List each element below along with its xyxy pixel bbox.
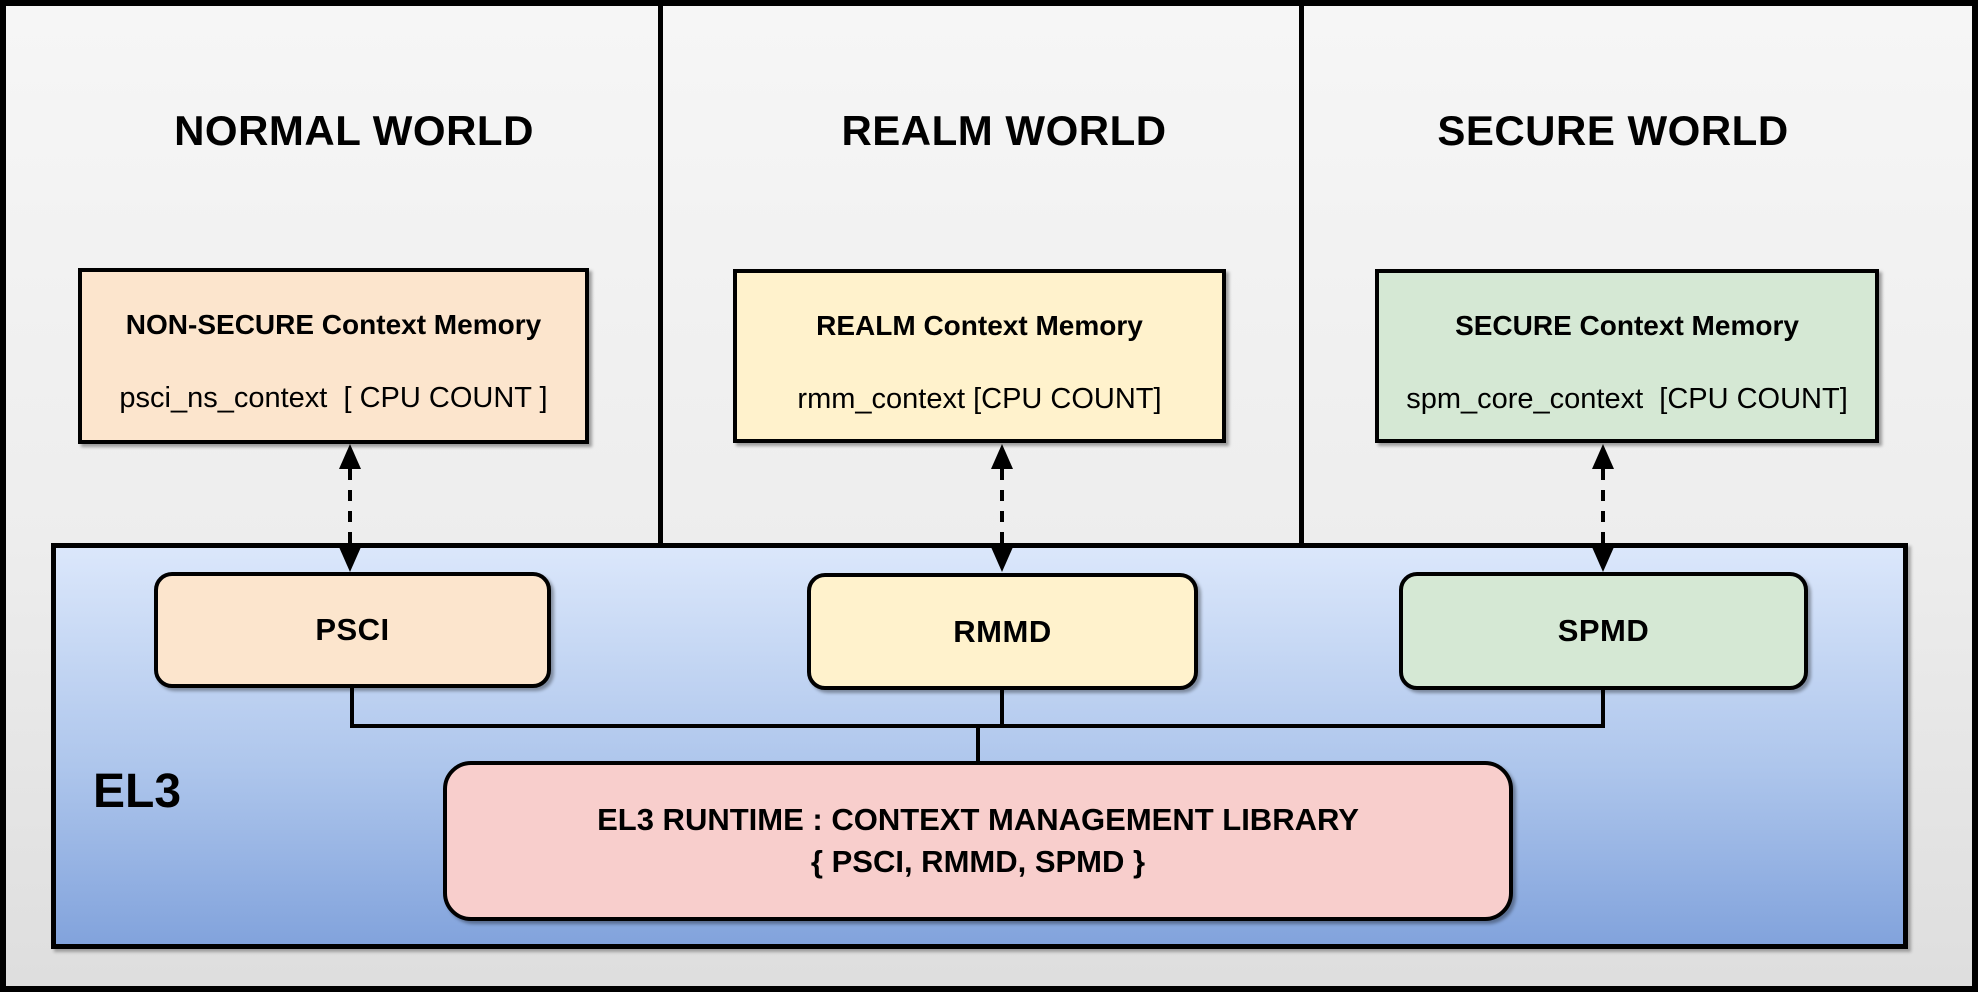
realm-world-title: REALM WORLD xyxy=(841,107,1167,154)
dashed-arrow-psci-memory xyxy=(338,444,362,572)
realm-context-memory-box: REALM Context Memory rmm_context [CPU CO… xyxy=(733,269,1226,443)
connector-bus-to-runtime xyxy=(976,728,980,764)
psci-dispatcher-box: PSCI xyxy=(154,572,551,688)
dashed-arrow-rmmd-memory xyxy=(990,444,1014,572)
arrow-down-icon xyxy=(339,547,361,572)
rmmd-dispatcher-box: RMMD xyxy=(807,573,1198,690)
world-divider-realm-secure xyxy=(1299,6,1304,543)
arrow-down-icon xyxy=(991,547,1013,572)
secure-context-memory-box: SECURE Context Memory spm_core_context [… xyxy=(1375,269,1879,443)
dashed-line xyxy=(348,469,352,547)
el3-runtime-library-title: EL3 RUNTIME : CONTEXT MANAGEMENT LIBRARY xyxy=(597,802,1359,837)
secure-context-memory-detail: spm_core_context [CPU COUNT] xyxy=(1406,383,1848,415)
arrow-up-icon xyxy=(339,444,361,469)
connector-bus-line xyxy=(350,724,1605,728)
dashed-line xyxy=(1000,469,1004,547)
arrow-up-icon xyxy=(1592,444,1614,469)
el3-runtime-library-box: EL3 RUNTIME : CONTEXT MANAGEMENT LIBRARY… xyxy=(443,761,1513,921)
spmd-dispatcher-box: SPMD xyxy=(1399,572,1808,690)
normal-world-title: NORMAL WORLD xyxy=(174,107,534,154)
el3-runtime-library-subtitle: { PSCI, RMMD, SPMD } xyxy=(810,844,1146,879)
realm-context-memory-detail: rmm_context [CPU COUNT] xyxy=(797,383,1162,415)
dashed-arrow-spmd-memory xyxy=(1591,444,1615,572)
non-secure-context-memory-title: NON-SECURE Context Memory xyxy=(125,309,542,340)
non-secure-context-memory-detail: psci_ns_context [ CPU COUNT ] xyxy=(119,382,548,414)
secure-world-title: SECURE WORLD xyxy=(1437,107,1789,154)
connector-rmmd-to-bus xyxy=(1000,688,1004,728)
arrow-up-icon xyxy=(991,444,1013,469)
non-secure-context-memory-box: NON-SECURE Context Memory psci_ns_contex… xyxy=(78,268,589,444)
arrow-down-icon xyxy=(1592,547,1614,572)
connector-spmd-to-bus xyxy=(1601,688,1605,728)
world-divider-normal-realm xyxy=(658,6,663,543)
dashed-line xyxy=(1601,469,1605,547)
el3-region-label: EL3 xyxy=(93,765,182,818)
connector-psci-to-bus xyxy=(350,686,354,728)
secure-context-memory-title: SECURE Context Memory xyxy=(1455,310,1799,341)
realm-context-memory-title: REALM Context Memory xyxy=(816,310,1143,341)
